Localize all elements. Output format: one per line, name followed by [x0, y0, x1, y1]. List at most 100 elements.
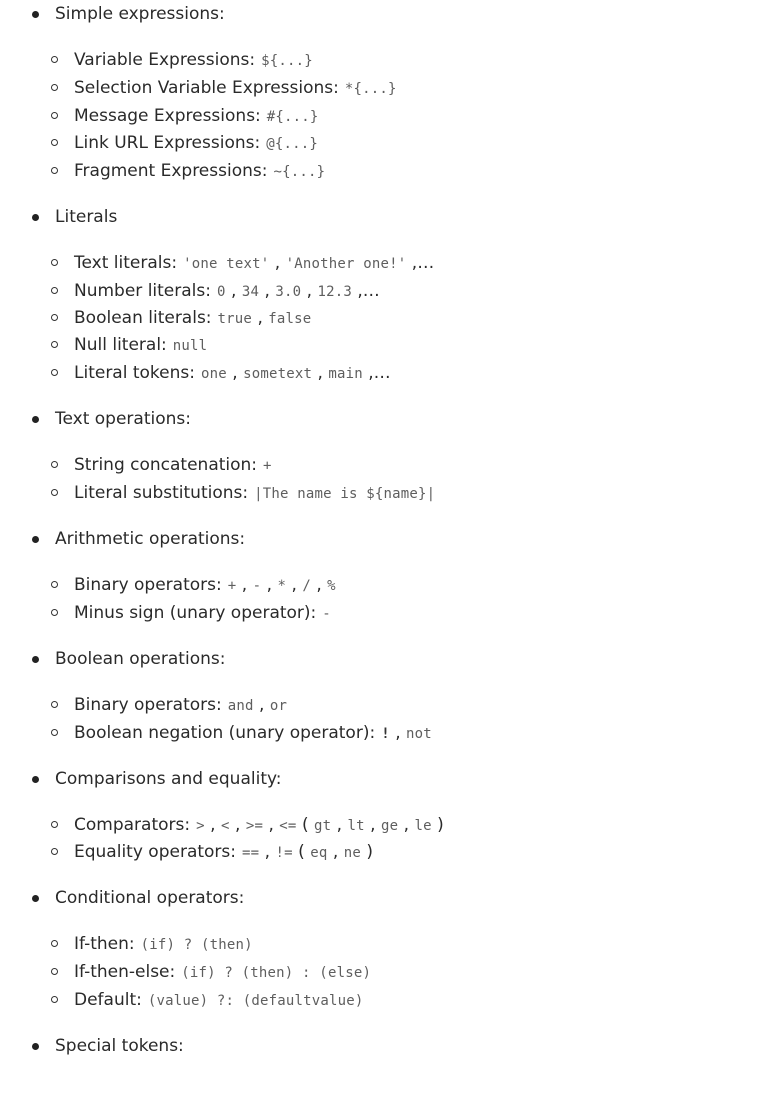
item-line: Literal tokens:one , sometext , main ,… [74, 363, 391, 384]
section-boolean-operations: Boolean operations: [0, 648, 766, 670]
code-snippet: one [200, 366, 227, 382]
separator-text: , [253, 695, 270, 715]
code-snippet: < [220, 818, 230, 834]
code-snippet: ! [381, 726, 390, 742]
bullet-circle-icon [51, 729, 58, 736]
bullet-disc-icon [32, 656, 39, 663]
bullet-circle-icon [51, 341, 58, 348]
list-item-number-literals: Number literals:0 , 34 , 3.0 , 12.3 ,… [0, 280, 766, 302]
separator-text: , [327, 842, 344, 862]
code-snippet: (if) ? (then) [140, 937, 253, 953]
item-line: Comparators:> , < , >= , <= ( gt , lt , … [74, 815, 444, 836]
separator-text: , [312, 363, 329, 383]
list-item-if-then-else: If-then-else:(if) ? (then) : (else) [0, 961, 766, 983]
code-snippet: or [269, 698, 288, 714]
item-line: Binary operators: and , or [74, 695, 287, 716]
separator-text: , [225, 281, 242, 301]
list-item-default: Default:(value) ?: (defaultvalue) [0, 989, 766, 1011]
section-heading: Boolean operations: [55, 649, 226, 669]
code-snippet: == [242, 845, 260, 861]
bullet-circle-icon [51, 112, 58, 119]
code-snippet: 3.0 [275, 284, 302, 300]
item-line: Boolean negation (unary operator):! , no… [74, 723, 432, 744]
item-line: Equality operators:== , != ( eq , ne ) [74, 842, 373, 863]
code-snippet: > [196, 818, 205, 834]
bullet-circle-icon [51, 581, 58, 588]
list-item-binary-operators: Binary operators: and , or [0, 694, 766, 716]
item-line: Fragment Expressions: ~{...} [74, 161, 325, 182]
list-item-message-expressions: Message Expressions: #{...} [0, 105, 766, 127]
item-label: Text literals: [74, 253, 178, 273]
item-label: String concatenation: [74, 455, 258, 475]
code-snippet: ${...} [261, 53, 313, 69]
bullet-disc-icon [32, 416, 39, 423]
separator-text: , [259, 281, 276, 301]
section-comparisons-and-equality: Comparisons and equality: [0, 768, 766, 790]
item-line: Message Expressions: #{...} [74, 106, 319, 127]
item-label: Minus sign (unary operator): [74, 603, 317, 623]
item-line: Number literals:0 , 34 , 3.0 , 12.3 ,… [74, 281, 380, 302]
list-item-minus-sign-unary-operator: Minus sign (unary operator):- [0, 602, 766, 624]
item-label: Literal tokens: [74, 363, 195, 383]
bullet-disc-icon [32, 895, 39, 902]
section-heading: Text operations: [55, 409, 191, 429]
separator-text: ,… [351, 281, 380, 301]
code-snippet: + [227, 578, 237, 594]
item-line: Selection Variable Expressions: *{...} [74, 78, 397, 99]
item-label: If-then-else: [74, 962, 176, 982]
list-item-selection-variable-expressions: Selection Variable Expressions: *{...} [0, 77, 766, 99]
bullet-disc-icon [32, 11, 39, 18]
section-heading: Simple expressions: [55, 4, 225, 24]
separator-text: ) [360, 842, 373, 862]
code-snippet: |The name is ${name}| [254, 486, 436, 502]
section-simple-expressions: Simple expressions: [0, 3, 766, 25]
list-item-binary-operators: Binary operators:+ , - , * , / , % [0, 574, 766, 596]
code-snippet: % [327, 578, 336, 594]
code-snippet: 12.3 [317, 284, 352, 300]
bullet-circle-icon [51, 287, 58, 294]
code-snippet: gt [314, 818, 332, 834]
code-snippet: 'Another one!' [285, 256, 407, 272]
separator-text: ,… [362, 363, 391, 383]
separator-text: , [269, 253, 286, 273]
bullet-disc-icon [32, 776, 39, 783]
bullet-circle-icon [51, 968, 58, 975]
bullet-circle-icon [51, 461, 58, 468]
code-snippet: 0 [216, 284, 226, 300]
list-item-if-then: If-then: (if) ? (then) [0, 933, 766, 955]
item-label: Equality operators: [74, 842, 236, 862]
code-snippet: #{...} [266, 109, 319, 125]
section-heading: Arithmetic operations: [55, 529, 246, 549]
list-item-comparators: Comparators:> , < , >= , <= ( gt , lt , … [0, 814, 766, 836]
bullet-disc-icon [32, 1043, 39, 1050]
list-item-equality-operators: Equality operators:== , != ( eq , ne ) [0, 841, 766, 863]
code-snippet: false [268, 311, 312, 327]
code-snippet: true [217, 311, 253, 327]
item-label: Selection Variable Expressions: [74, 78, 339, 98]
separator-text: , [331, 815, 348, 835]
list-item-literal-tokens: Literal tokens:one , sometext , main ,… [0, 362, 766, 384]
item-label: Binary operators: [74, 695, 222, 715]
code-snippet: lt [347, 818, 365, 834]
bullet-circle-icon [51, 167, 58, 174]
code-snippet: *{...} [344, 81, 397, 97]
code-snippet: null [172, 338, 208, 354]
code-snippet: and [227, 698, 254, 714]
item-label: Number literals: [74, 281, 211, 301]
section-heading: Comparisons and equality: [55, 769, 282, 789]
item-label: Binary operators: [74, 575, 222, 595]
item-label: Message Expressions: [74, 106, 261, 126]
code-snippet: ~{...} [273, 164, 326, 180]
separator-text: , [204, 815, 221, 835]
item-label: If-then: [74, 934, 135, 954]
code-snippet: + [263, 458, 272, 474]
code-snippet: <= [279, 818, 297, 834]
item-label: Fragment Expressions: [74, 161, 268, 181]
code-snippet: 'one text' [183, 256, 270, 272]
item-label: Link URL Expressions: [74, 133, 261, 153]
code-snippet: != [275, 845, 293, 861]
item-label: Comparators: [74, 815, 191, 835]
separator-text: , [310, 575, 328, 595]
list-item-literal-substitutions: Literal substitutions:|The name is ${nam… [0, 482, 766, 504]
section-heading: Special tokens: [55, 1036, 184, 1056]
